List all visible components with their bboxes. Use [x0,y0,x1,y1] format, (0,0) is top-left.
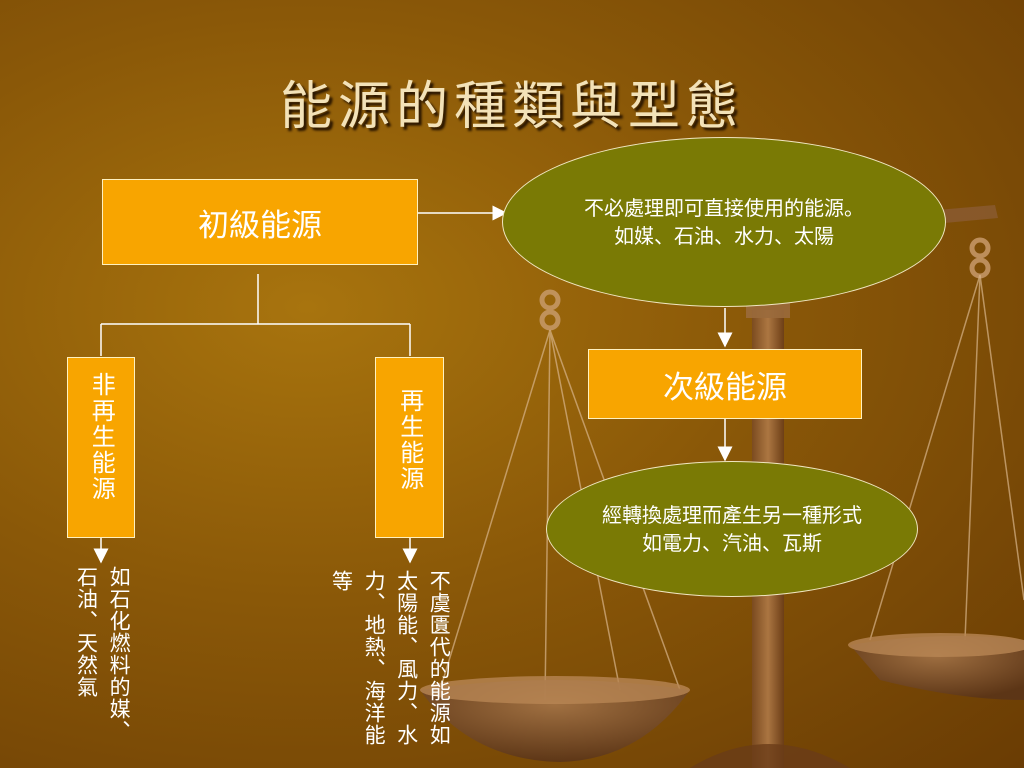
page-title: 能源的種類與型態 [279,77,744,137]
secondary-energy-box: 次級能源 [588,349,862,419]
renewable-examples: 不虞匱代的能源如太陽能、風力、水力、地熱、海洋能等 [329,570,452,746]
nonrenewable-examples: 如石化燃料的媒、石油、天然氣 [74,566,132,742]
primary-energy-box: 初級能源 [102,179,418,265]
renewable-energy-label: 再生能源 [395,388,424,492]
secondary-energy-description: 經轉換處理而產生另一種形式 如電力、汽油、瓦斯 [546,461,918,597]
primary-desc-line2: 如媒、石油、水力、太陽 [614,224,834,248]
secondary-desc-line1: 經轉換處理而產生另一種形式 [602,503,862,527]
renewable-energy-box: 再生能源 [375,357,444,538]
nonrenewable-energy-box: 非再生能源 [67,357,135,538]
primary-desc-line1: 不必處理即可直接使用的能源。 [584,196,864,220]
primary-energy-description: 不必處理即可直接使用的能源。 如媒、石油、水力、太陽 [502,137,946,307]
primary-energy-label: 初級能源 [198,207,322,244]
secondary-energy-label: 次級能源 [663,369,787,406]
secondary-desc-line2: 如電力、汽油、瓦斯 [642,531,822,555]
nonrenewable-energy-label: 非再生能源 [87,372,116,502]
